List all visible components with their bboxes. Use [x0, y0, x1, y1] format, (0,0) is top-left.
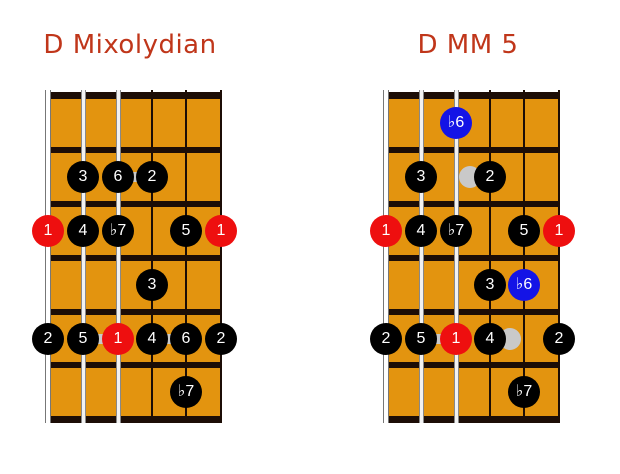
- fret-wire: [386, 416, 560, 423]
- scale-note-dot: 6: [102, 161, 134, 193]
- scale-note-dot: 5: [170, 215, 202, 247]
- string: [489, 90, 491, 423]
- string: [454, 90, 459, 423]
- scale-note-dot: ♭7: [102, 215, 134, 247]
- diagram-title: D MM 5: [417, 30, 519, 60]
- scale-note-dot: 2: [543, 322, 575, 355]
- note-degree-label: 5: [181, 222, 191, 239]
- note-degree-label: 4: [147, 329, 157, 347]
- note-degree-label: 3: [147, 276, 157, 293]
- fret-wire: [48, 255, 222, 261]
- note-degree-label: ♭6: [515, 276, 533, 293]
- nut: [383, 90, 389, 423]
- string: [419, 90, 424, 423]
- note-degree-label: ♭7: [177, 383, 195, 400]
- nut: [45, 90, 51, 423]
- note-degree-label: 4: [78, 222, 88, 239]
- note-degree-label: 1: [554, 222, 564, 239]
- note-degree-label: 3: [78, 168, 88, 185]
- note-connector: [152, 333, 186, 344]
- note-degree-label: 1: [43, 222, 53, 239]
- scale-note-dot: ♭7: [440, 215, 472, 247]
- scale-note-dot: 4: [67, 215, 99, 247]
- string: [523, 90, 525, 423]
- note-degree-label: 5: [78, 329, 88, 347]
- scale-note-dot: 3: [474, 269, 506, 301]
- fret-wire: [48, 147, 222, 153]
- string: [558, 90, 560, 423]
- fret-wire: [48, 309, 222, 315]
- note-degree-label: 2: [147, 168, 157, 185]
- string: [151, 90, 153, 423]
- diagram-title: D Mixolydian: [43, 30, 217, 60]
- root-note-dot: 1: [440, 322, 472, 355]
- note-degree-label: 1: [451, 329, 461, 347]
- note-degree-label: 4: [485, 329, 495, 347]
- note-degree-label: 1: [216, 222, 226, 239]
- fret-wire: [48, 92, 222, 99]
- note-degree-label: 6: [181, 329, 191, 347]
- root-note-dot: 1: [102, 322, 134, 355]
- note-degree-label: 1: [113, 329, 123, 347]
- note-connector: [421, 333, 456, 344]
- root-note-dot: 1: [205, 215, 237, 247]
- note-degree-label: 2: [485, 168, 495, 185]
- string: [81, 90, 86, 423]
- scale-note-dot: 6: [170, 322, 202, 355]
- fret-wire: [48, 201, 222, 207]
- scale-note-dot: ♭7: [170, 376, 202, 408]
- fret-wire: [48, 416, 222, 423]
- fret-wire: [386, 92, 560, 99]
- scale-note-dot: 4: [474, 322, 506, 355]
- scale-note-dot: 4: [136, 322, 168, 355]
- note-degree-label: 2: [554, 329, 564, 347]
- note-degree-label: 2: [381, 329, 391, 347]
- root-note-dot: 1: [32, 215, 64, 247]
- scale-note-dot: 2: [205, 322, 237, 355]
- fret-wire: [386, 201, 560, 207]
- fret-wire: [386, 147, 560, 153]
- note-degree-label: 4: [416, 222, 426, 239]
- string: [116, 90, 121, 423]
- root-note-dot: 1: [543, 215, 575, 247]
- scale-note-dot: ♭7: [508, 376, 540, 408]
- scale-note-dot: 5: [405, 322, 437, 355]
- fret-wire: [386, 255, 560, 261]
- note-degree-label: ♭6: [447, 113, 465, 131]
- note-degree-label: 1: [381, 222, 391, 239]
- fret-wire: [386, 309, 560, 315]
- note-degree-label: 3: [485, 276, 495, 293]
- diagram-d-mm5: D MM 5 ♭6 3 2 1 4 ♭7 5 1 3 ♭6 2 5 1 4 2 ♭7: [338, 0, 598, 474]
- root-note-dot: 1: [370, 215, 402, 247]
- scale-note-dot: 4: [405, 215, 437, 247]
- note-degree-label: ♭7: [447, 222, 465, 239]
- scale-note-dot: 3: [136, 269, 168, 301]
- note-degree-label: 6: [113, 168, 123, 185]
- altered-note-dot: ♭6: [508, 269, 540, 301]
- scale-note-dot: 3: [67, 161, 99, 193]
- note-degree-label: 3: [416, 168, 426, 185]
- scale-note-dot: 2: [32, 322, 64, 355]
- note-degree-label: 2: [43, 329, 53, 347]
- fret-wire: [386, 362, 560, 368]
- note-degree-label: ♭7: [515, 383, 533, 400]
- diagram-d-mixolydian: D Mixolydian 3 6 2 1 4 ♭7 5 1 3 2 5 1 4 6 2 ♭7: [0, 0, 260, 474]
- note-degree-label: 5: [519, 222, 529, 239]
- scale-note-dot: 5: [67, 322, 99, 355]
- note-degree-label: 5: [416, 329, 426, 347]
- fret-wire: [48, 362, 222, 368]
- string: [185, 90, 187, 423]
- note-connector: [118, 172, 152, 182]
- scale-note-dot: 2: [370, 322, 402, 355]
- altered-note-dot: ♭6: [440, 106, 472, 139]
- string: [220, 90, 222, 423]
- note-degree-label: ♭7: [109, 222, 127, 239]
- scale-note-dot: 2: [136, 161, 168, 193]
- scale-note-dot: 2: [474, 161, 506, 193]
- note-connector: [83, 333, 118, 344]
- scale-note-dot: 3: [405, 161, 437, 193]
- note-degree-label: 2: [216, 329, 226, 347]
- scale-note-dot: 5: [508, 215, 540, 247]
